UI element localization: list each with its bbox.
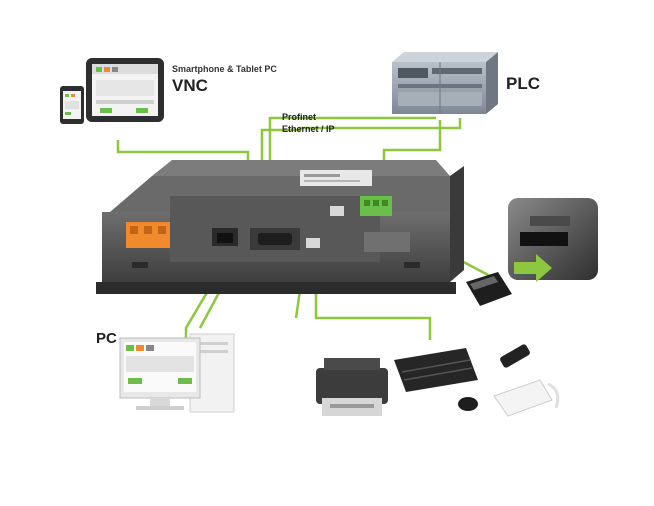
sd-card-icon (466, 272, 512, 306)
tablet-icon (86, 58, 164, 122)
vnc-label: VNC (172, 76, 208, 95)
ethernet-port (212, 228, 238, 246)
io-terminal-block (360, 196, 392, 216)
insert-arrow-icon (514, 254, 552, 282)
sd-slot-closeup (508, 198, 598, 280)
desktop-pc-icon (119, 333, 235, 413)
smartphone-icon (60, 86, 84, 124)
pc-label: PC (96, 330, 117, 347)
profinet-label: Profinet (282, 112, 317, 122)
ethernet-ip-label: Ethernet / IP (282, 124, 335, 134)
usb-port (306, 206, 344, 248)
printer-keyboard-mouse-icon (316, 344, 560, 417)
plc-icon (392, 52, 498, 114)
smartphone-tablet-label: Smartphone & Tablet PC (172, 64, 277, 74)
line-plc-ethernet (260, 118, 462, 240)
plc-label: PLC (506, 74, 540, 93)
serial-port (250, 228, 300, 250)
power-terminal-block (126, 222, 170, 248)
